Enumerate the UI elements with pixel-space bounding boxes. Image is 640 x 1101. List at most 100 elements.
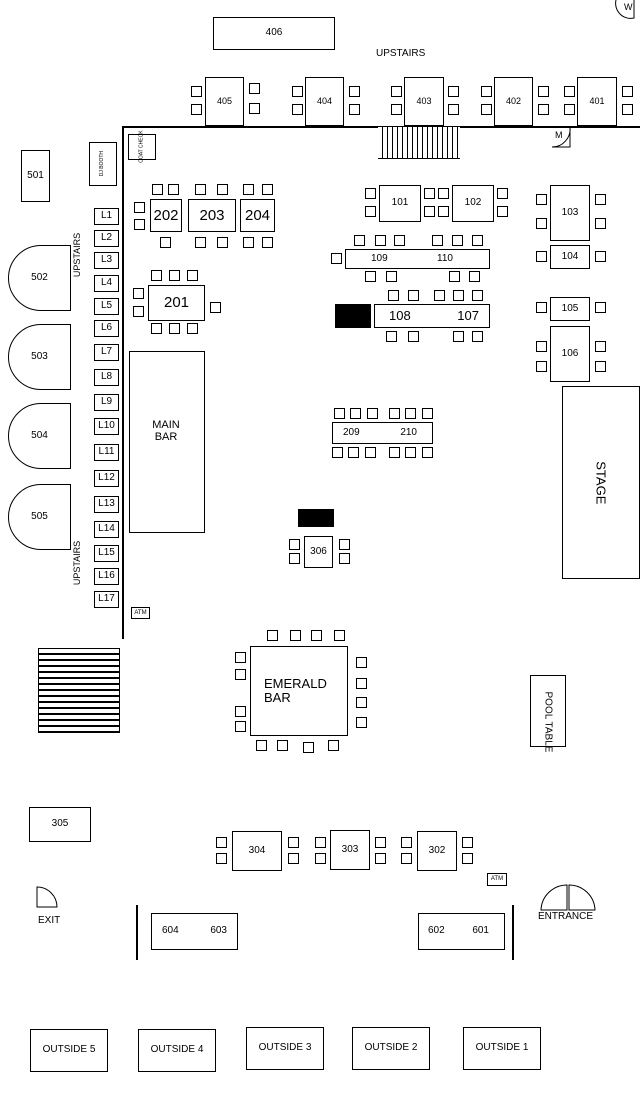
table-104[interactable]: 104 (550, 245, 590, 269)
table-302[interactable]: 302 (417, 831, 457, 871)
outside-3[interactable]: OUTSIDE 3 (246, 1027, 324, 1070)
atm-2[interactable]: ATM (487, 873, 507, 886)
outside-2[interactable]: OUTSIDE 2 (352, 1027, 430, 1070)
table-604-603[interactable]: 604 603 (151, 913, 238, 950)
black-block-1 (335, 304, 371, 328)
seat (262, 237, 273, 248)
seat (422, 408, 433, 419)
table-602[interactable]: 602 (428, 925, 445, 937)
table-107[interactable]: 107 (457, 308, 479, 324)
seat (288, 853, 299, 864)
table-108-107[interactable]: 108 107 (374, 304, 490, 328)
lounge-l15[interactable]: L15 (94, 545, 119, 562)
emerald-bar[interactable]: EMERALD BAR (250, 646, 348, 736)
seat (191, 104, 202, 115)
table-109-110[interactable]: 109 110 (345, 249, 490, 269)
seat (622, 104, 633, 115)
table-502[interactable]: 502 (8, 245, 71, 311)
table-306[interactable]: 306 (304, 536, 333, 568)
seat (394, 235, 405, 246)
table-109[interactable]: 109 (371, 252, 388, 264)
lounge-l14[interactable]: L14 (94, 521, 119, 538)
seat (388, 290, 399, 301)
lounge-l17[interactable]: L17 (94, 591, 119, 608)
seat (448, 104, 459, 115)
table-305[interactable]: 305 (29, 807, 91, 842)
pool-table[interactable]: POOL TABLE (530, 675, 566, 752)
lounge-l16[interactable]: L16 (94, 568, 119, 585)
table-603[interactable]: 603 (210, 925, 227, 937)
table-103[interactable]: 103 (550, 185, 590, 241)
lounge-l3[interactable]: L3 (94, 252, 119, 269)
lounge-l5[interactable]: L5 (94, 298, 119, 315)
upstairs-label-bottom: UPSTAIRS (72, 540, 83, 586)
table-304[interactable]: 304 (232, 831, 282, 871)
table-404[interactable]: 404 (305, 77, 344, 126)
seat (538, 86, 549, 97)
exit-label: EXIT (38, 915, 61, 926)
lounge-l9[interactable]: L9 (94, 394, 119, 411)
table-402[interactable]: 402 (494, 77, 533, 126)
table-201[interactable]: 201 (148, 285, 205, 321)
lounge-l13[interactable]: L13 (94, 496, 119, 513)
atm-1[interactable]: ATM (131, 607, 150, 619)
lounge-l6[interactable]: L6 (94, 320, 119, 337)
table-405[interactable]: 405 (205, 77, 244, 126)
lounge-l4[interactable]: L4 (94, 275, 119, 292)
lounge-l2[interactable]: L2 (94, 230, 119, 247)
seat (536, 218, 547, 229)
seat (408, 290, 419, 301)
seat (448, 86, 459, 97)
outside-1[interactable]: OUTSIDE 1 (463, 1027, 541, 1070)
outside-4[interactable]: OUTSIDE 4 (138, 1029, 216, 1072)
table-401[interactable]: 401 (577, 77, 617, 126)
lounge-l10[interactable]: L10 (94, 418, 119, 435)
lounge-l1[interactable]: L1 (94, 208, 119, 225)
stage[interactable]: STAGE (562, 386, 640, 579)
table-505[interactable]: 505 (8, 484, 71, 550)
seat (160, 237, 171, 248)
lounge-l11[interactable]: L11 (94, 444, 119, 461)
table-108[interactable]: 108 (389, 308, 411, 324)
lounge-l8[interactable]: L8 (94, 369, 119, 386)
table-209-210[interactable]: 209 210 (332, 422, 433, 444)
seat (595, 341, 606, 352)
seat (497, 206, 508, 217)
table-403[interactable]: 403 (404, 77, 444, 126)
coat-check[interactable]: COAT CHECK (128, 131, 156, 163)
emerald-bar-label: EMERALD BAR (264, 676, 327, 705)
table-501[interactable]: 501 (21, 150, 50, 202)
table-202[interactable]: 202 (150, 199, 182, 232)
seat (365, 271, 376, 282)
restroom-door-m (551, 127, 571, 148)
seat (481, 104, 492, 115)
table-602-601[interactable]: 602 601 (418, 913, 505, 950)
table-503[interactable]: 503 (8, 324, 71, 390)
table-203[interactable]: 203 (188, 199, 236, 232)
seat (134, 219, 145, 230)
seat (332, 447, 343, 458)
table-209[interactable]: 209 (343, 426, 360, 438)
dj-booth[interactable]: DJ BOOTH (89, 142, 117, 186)
seat (401, 837, 412, 848)
table-406[interactable]: 406 (213, 17, 335, 50)
outside-5[interactable]: OUTSIDE 5 (30, 1029, 108, 1072)
table-102[interactable]: 102 (452, 185, 494, 222)
lounge-l7[interactable]: L7 (94, 344, 119, 361)
table-101[interactable]: 101 (379, 185, 421, 222)
table-504[interactable]: 504 (8, 403, 71, 469)
table-601[interactable]: 601 (472, 925, 489, 937)
lounge-l12[interactable]: L12 (94, 470, 119, 487)
table-204[interactable]: 204 (240, 199, 275, 232)
seat (235, 669, 246, 680)
main-bar[interactable]: MAIN BAR (129, 351, 205, 533)
seat (277, 740, 288, 751)
wall-bottom-left (136, 905, 138, 960)
table-303[interactable]: 303 (330, 830, 370, 870)
table-110[interactable]: 110 (437, 252, 453, 264)
table-210[interactable]: 210 (400, 426, 417, 438)
table-105[interactable]: 105 (550, 297, 590, 321)
table-106[interactable]: 106 (550, 326, 590, 382)
seat (536, 194, 547, 205)
table-604[interactable]: 604 (162, 925, 179, 937)
